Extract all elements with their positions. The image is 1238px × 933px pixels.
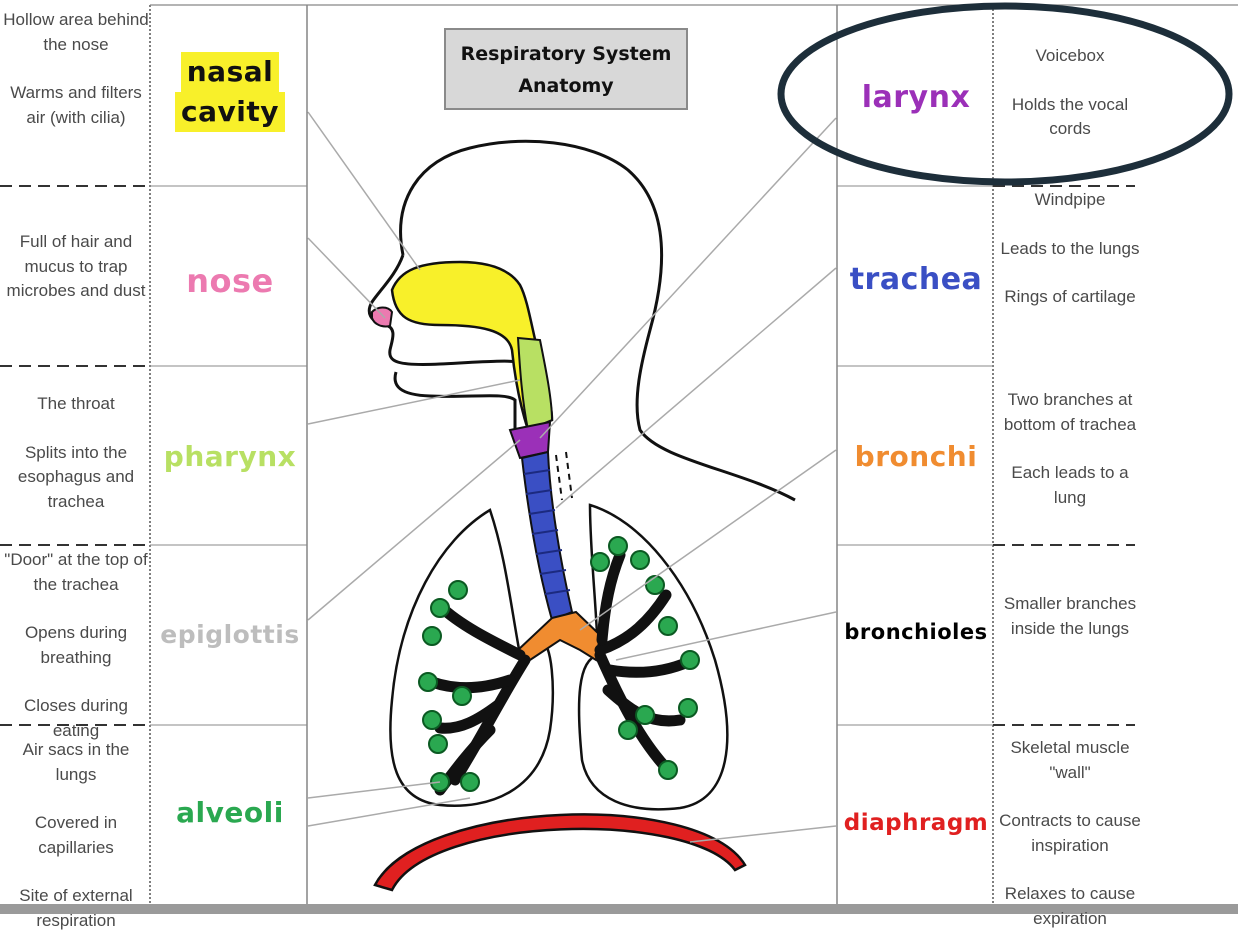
alveoli-label: alveoli bbox=[152, 796, 308, 829]
description-line: Opens during breathing bbox=[2, 621, 150, 670]
description-line: Holds the vocal cords bbox=[996, 93, 1144, 142]
description-line: Each leads to a lung bbox=[996, 461, 1144, 510]
description-line: The throat bbox=[2, 392, 150, 417]
description-line: Relaxes to cause expiration bbox=[996, 882, 1144, 931]
description-line: Leads to the lungs bbox=[996, 237, 1144, 262]
diaphragm-shape bbox=[375, 814, 745, 890]
description-line: Closes during eating bbox=[2, 694, 150, 743]
description-line: Site of external respiration bbox=[2, 884, 150, 933]
bronchi-shape bbox=[518, 612, 600, 660]
description-line: Contracts to cause inspiration bbox=[996, 809, 1144, 858]
larynx-label: larynx bbox=[838, 80, 994, 115]
description-line: Two branches at bottom of trachea bbox=[996, 388, 1144, 437]
description-line: Warms and filters air (with cilia) bbox=[2, 81, 150, 130]
diaphragm-description: Skeletal muscle "wall" Contracts to cause… bbox=[996, 736, 1144, 931]
trachea-shape bbox=[522, 452, 572, 620]
page-title: Respiratory System Anatomy bbox=[461, 43, 672, 97]
nose-description: Full of hair and mucus to trap microbes … bbox=[2, 230, 150, 304]
esophagus-line bbox=[556, 452, 572, 500]
pharynx-label: pharynx bbox=[152, 440, 308, 473]
description-line: Full of hair and mucus to trap microbes … bbox=[2, 230, 150, 304]
description-line: "Door" at the top of the trachea bbox=[2, 548, 150, 597]
description-line: Hollow area behind the nose bbox=[2, 8, 150, 57]
description-line: Covered in capillaries bbox=[2, 811, 150, 860]
description-line: Smaller branches inside the lungs bbox=[996, 592, 1144, 641]
epiglottis-label: epiglottis bbox=[152, 620, 308, 649]
description-line: Skeletal muscle "wall" bbox=[996, 736, 1144, 785]
leader-lines bbox=[308, 112, 836, 842]
nose-label: nose bbox=[152, 262, 308, 300]
bronchioles-description: Smaller branches inside the lungs bbox=[996, 592, 1144, 641]
description-line: Splits into the esophagus and trachea bbox=[2, 441, 150, 515]
description-line: Rings of cartilage bbox=[996, 285, 1144, 310]
description-line: Windpipe bbox=[996, 188, 1144, 213]
worksheet: Respiratory System Anatomy Hollow area b… bbox=[0, 0, 1238, 914]
nose-shape bbox=[372, 308, 392, 327]
bronchioles-label: bronchioles bbox=[838, 620, 994, 644]
trachea-label: trachea bbox=[838, 262, 994, 297]
title-box: Respiratory System Anatomy bbox=[444, 28, 688, 110]
diaphragm-label: diaphragm bbox=[838, 810, 994, 836]
description-line: Voicebox bbox=[996, 44, 1144, 69]
description-line: Air sacs in the lungs bbox=[2, 738, 150, 787]
bronchi-label: bronchi bbox=[838, 440, 994, 473]
